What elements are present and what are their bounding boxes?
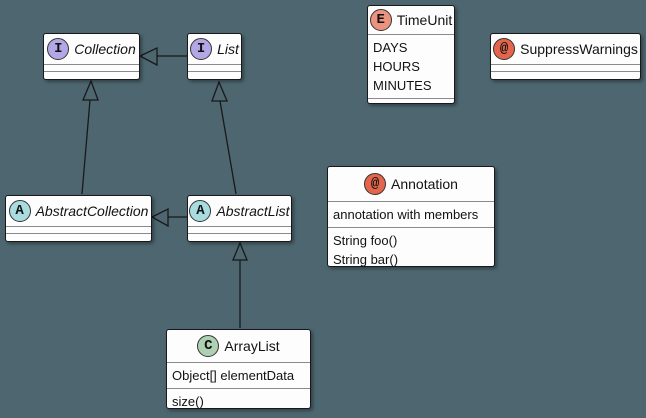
class-name: TimeUnit <box>396 12 453 28</box>
fields-compartment <box>6 226 151 233</box>
fields-compartment: annotation with members <box>328 201 494 227</box>
extends-arrow-abstractlist-abstractcollection <box>150 207 187 228</box>
method-row: String foo() <box>333 233 398 248</box>
enum-value: DAYS <box>373 40 408 55</box>
class-name: Collection <box>74 41 136 57</box>
methods-compartment <box>188 233 291 240</box>
class-name: AbstractList <box>216 203 290 219</box>
methods-compartment <box>44 71 139 78</box>
annotation-spot-icon: @ <box>493 38 516 60</box>
method-row: String bar() <box>333 252 399 267</box>
class-header: @ Annotation <box>328 167 494 201</box>
methods-compartment <box>6 233 151 240</box>
class-header: I Collection <box>44 34 139 64</box>
abstract-spot-icon: A <box>189 200 212 222</box>
enum-value: HOURS <box>373 59 420 74</box>
fields-compartment <box>188 226 291 233</box>
class-name: ArrayList <box>224 338 280 354</box>
class-box-arraylist: C ArrayList Object[] elementData size() <box>166 329 311 409</box>
class-box-suppresswarnings: @ SuppressWarnings <box>490 33 641 80</box>
interface-spot-icon: I <box>47 38 70 60</box>
class-name: SuppressWarnings <box>520 41 638 57</box>
class-box-abstractlist: A AbstractList <box>187 195 292 242</box>
field-row: annotation with members <box>333 207 479 222</box>
class-header: @ SuppressWarnings <box>491 34 640 64</box>
class-header: A AbstractList <box>188 196 291 226</box>
class-header: A AbstractCollection <box>6 196 151 226</box>
extends-arrow-abstractlist-list <box>211 80 237 195</box>
method-row: size() <box>172 394 204 409</box>
methods-compartment: String foo() String bar() <box>328 227 494 272</box>
class-box-abstractcollection: A AbstractCollection <box>5 195 152 242</box>
class-box-timeunit: E TimeUnit DAYS HOURS MINUTES <box>367 5 455 104</box>
interface-spot-icon: I <box>190 38 213 60</box>
fields-compartment: Object[] elementData <box>167 362 310 388</box>
methods-compartment <box>368 98 454 103</box>
abstract-spot-icon: A <box>8 200 31 222</box>
class-name: Annotation <box>391 176 458 192</box>
methods-compartment <box>491 71 640 78</box>
extends-arrow-list-collection <box>138 46 187 67</box>
extends-arrow-abstractcollection-collection <box>81 79 99 195</box>
fields-compartment <box>188 64 241 71</box>
class-box-list: I List <box>187 33 242 80</box>
enum-values-compartment: DAYS HOURS MINUTES <box>368 34 454 98</box>
class-box-collection: I Collection <box>43 33 140 80</box>
fields-compartment <box>491 64 640 71</box>
fields-compartment <box>44 64 139 71</box>
class-name: List <box>217 41 239 57</box>
class-header: I List <box>188 34 241 64</box>
class-box-annotation: @ Annotation annotation with members Str… <box>327 166 495 267</box>
class-header: E TimeUnit <box>368 6 454 34</box>
annotation-spot-icon: @ <box>364 173 387 195</box>
class-header: C ArrayList <box>167 330 310 362</box>
enum-spot-icon: E <box>369 9 392 31</box>
class-name: AbstractCollection <box>35 203 149 219</box>
methods-compartment <box>188 71 241 78</box>
enum-value: MINUTES <box>373 78 432 93</box>
methods-compartment: size() <box>167 388 310 414</box>
extends-arrow-arraylist-abstractlist <box>232 241 248 328</box>
class-spot-icon: C <box>197 335 220 357</box>
field-row: Object[] elementData <box>172 368 295 383</box>
